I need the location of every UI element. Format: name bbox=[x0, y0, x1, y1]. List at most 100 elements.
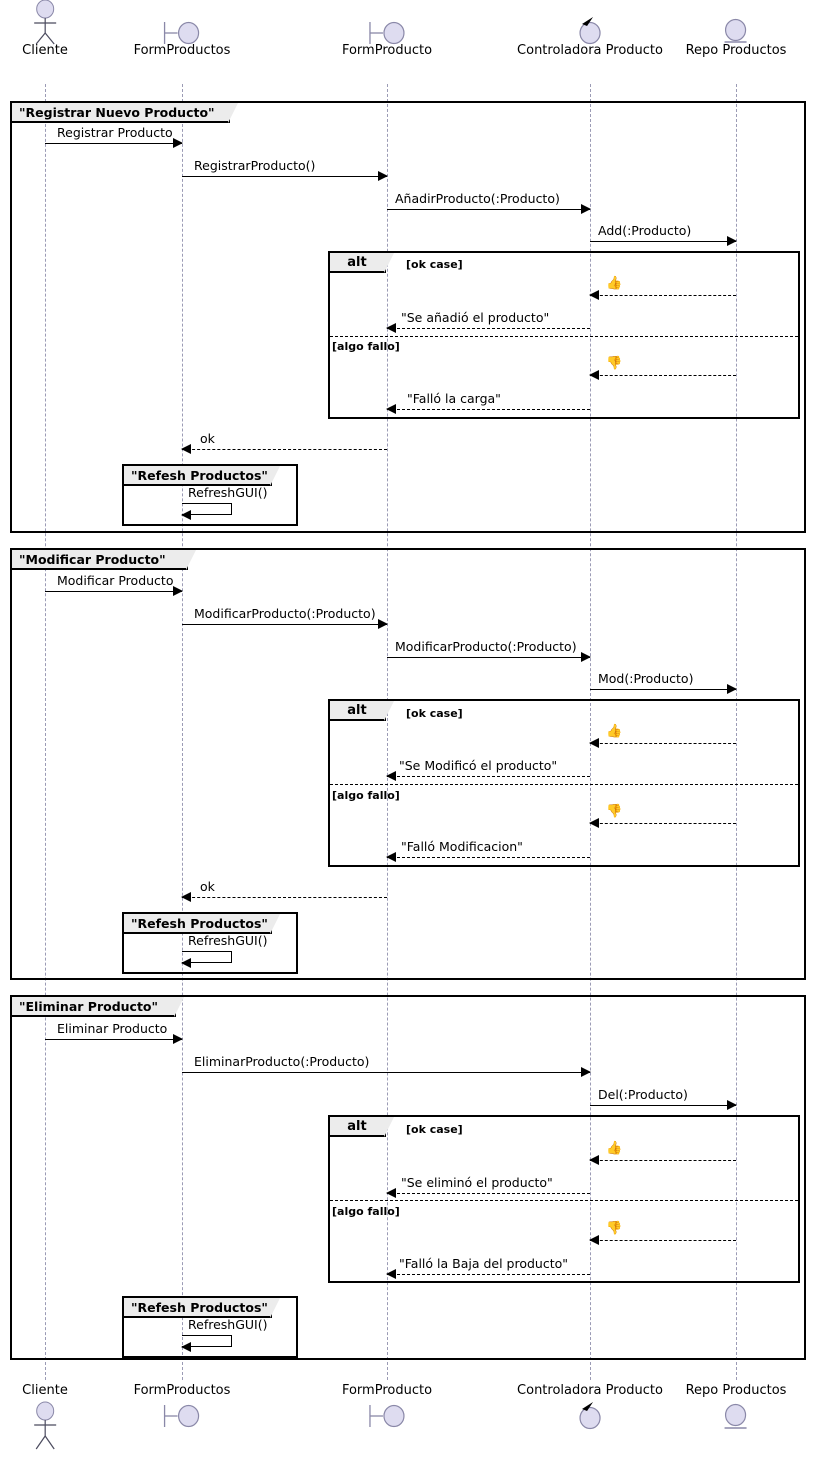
message-line bbox=[387, 209, 590, 210]
message-line bbox=[182, 449, 387, 450]
message-label: AñadirProducto(:Producto) bbox=[395, 191, 560, 206]
alt-guard-ok-1: [ok case] bbox=[406, 258, 463, 271]
frame-notch bbox=[270, 914, 280, 934]
alt-guard-ok-2: [ok case] bbox=[406, 707, 463, 720]
self-message-refreshgui-3: RefreshGUI() bbox=[181, 1317, 267, 1352]
message-line bbox=[387, 776, 590, 777]
frame-notch bbox=[270, 1298, 280, 1318]
message-line bbox=[590, 1160, 736, 1161]
arrowhead-icon bbox=[589, 1235, 599, 1245]
refresh-frame-label: "Refesh Productos" bbox=[124, 1298, 280, 1318]
participant-controladora-top[interactable]: Controladora Producto bbox=[517, 2, 663, 58]
participant-repo-bottom[interactable]: Repo Productos bbox=[686, 1384, 787, 1436]
group-frame-label: "Eliminar Producto" bbox=[12, 997, 184, 1017]
refresh-frame-3: "Refesh Productos" bbox=[122, 1296, 298, 1358]
message-line bbox=[590, 823, 736, 824]
group-frame-eliminar: "Eliminar Producto" bbox=[10, 995, 806, 1360]
self-message-refreshgui-1: RefreshGUI() bbox=[181, 485, 267, 520]
participant-formproducto-bottom[interactable]: FormProducto bbox=[342, 1384, 432, 1436]
arrowhead-icon bbox=[181, 892, 191, 902]
group-label-text: "Registrar Nuevo Producto" bbox=[19, 104, 215, 120]
refresh-frame-2: "Refesh Productos" bbox=[122, 912, 298, 974]
actor-icon bbox=[22, 0, 68, 45]
participant-cliente-bottom[interactable]: Cliente bbox=[22, 1384, 68, 1450]
alt-guard-ok-3: [ok case] bbox=[406, 1123, 463, 1136]
participant-cliente-top[interactable]: Cliente bbox=[22, 0, 68, 58]
control-icon bbox=[517, 2, 663, 45]
frame-notch bbox=[384, 701, 394, 721]
lifeline-formproductos bbox=[182, 84, 183, 1380]
participant-formproductos-top[interactable]: FormProductos bbox=[134, 2, 230, 58]
alt-divider-2 bbox=[330, 784, 798, 785]
message-label: EliminarProducto(:Producto) bbox=[194, 1054, 370, 1069]
self-message-label: RefreshGUI() bbox=[188, 933, 268, 948]
arrowhead-icon bbox=[727, 1100, 737, 1110]
frame-notch bbox=[270, 466, 280, 486]
lifeline-formproducto bbox=[387, 84, 388, 1380]
self-message-refreshgui-2: RefreshGUI() bbox=[181, 933, 267, 968]
arrowhead-icon bbox=[181, 1342, 191, 1352]
lifeline-cliente bbox=[45, 84, 46, 1380]
alt-label-text: alt bbox=[347, 702, 367, 718]
message-line bbox=[590, 375, 736, 376]
arrowhead-icon bbox=[589, 738, 599, 748]
message-line bbox=[45, 143, 182, 144]
participant-label: Cliente bbox=[22, 1383, 68, 1398]
alt-frame-modificar: alt bbox=[328, 699, 800, 867]
arrowhead-icon bbox=[386, 771, 396, 781]
message-line bbox=[590, 241, 736, 242]
alt-divider-3 bbox=[330, 1200, 798, 1201]
thumbs-up-icon: 👍 bbox=[606, 724, 623, 739]
arrowhead-icon bbox=[181, 510, 191, 520]
lifeline-controladora bbox=[590, 84, 591, 1380]
group-frame-modificar: "Modificar Producto" bbox=[10, 548, 806, 980]
participant-controladora-bottom[interactable]: Controladora Producto bbox=[517, 1384, 663, 1436]
arrowhead-icon bbox=[589, 290, 599, 300]
arrowhead-icon bbox=[181, 958, 191, 968]
participant-formproducto-top[interactable]: FormProducto bbox=[342, 2, 432, 58]
arrowhead-icon bbox=[589, 818, 599, 828]
message-line bbox=[387, 657, 590, 658]
message-label: ok bbox=[200, 879, 215, 894]
arrowhead-icon bbox=[173, 1034, 183, 1044]
message-label: "Falló Modificacion" bbox=[401, 839, 523, 854]
arrowhead-icon bbox=[386, 404, 396, 414]
message-line bbox=[182, 624, 387, 625]
message-line bbox=[590, 689, 736, 690]
alt-frame-registrar: alt bbox=[328, 251, 800, 419]
participant-label: Cliente bbox=[22, 43, 68, 58]
arrowhead-icon bbox=[727, 236, 737, 246]
message-label: Eliminar Producto bbox=[57, 1021, 168, 1036]
arrowhead-icon bbox=[173, 138, 183, 148]
group-label-text: "Modificar Producto" bbox=[19, 551, 166, 567]
frame-notch bbox=[384, 1117, 394, 1137]
alt-frame-eliminar: alt bbox=[328, 1115, 800, 1283]
frame-notch bbox=[384, 253, 394, 273]
alt-frame-label: alt bbox=[330, 701, 394, 721]
thumbs-down-icon: 👎 bbox=[606, 804, 623, 819]
message-label: ModificarProducto(:Producto) bbox=[194, 606, 376, 621]
thumbs-up-icon: 👍 bbox=[606, 276, 623, 291]
alt-label-text: alt bbox=[347, 1118, 367, 1134]
participant-formproductos-bottom[interactable]: FormProductos bbox=[133, 1383, 231, 1436]
arrowhead-icon bbox=[589, 1155, 599, 1165]
message-line bbox=[45, 1039, 182, 1040]
message-line bbox=[590, 1240, 736, 1241]
participant-label: Repo Productos bbox=[685, 43, 787, 58]
message-label: Registrar Producto bbox=[57, 125, 173, 140]
participant-label: FormProductos bbox=[133, 1383, 231, 1398]
message-line bbox=[45, 591, 182, 592]
participant-label: FormProducto bbox=[341, 43, 433, 58]
message-line bbox=[387, 857, 590, 858]
message-line bbox=[387, 1274, 590, 1275]
group-frame-registrar: "Registrar Nuevo Producto" bbox=[10, 101, 806, 533]
arrowhead-icon bbox=[727, 684, 737, 694]
participant-repo-top[interactable]: Repo Productos bbox=[685, 2, 787, 58]
refresh-frame-label: "Refesh Productos" bbox=[124, 466, 280, 486]
actor-icon bbox=[22, 1401, 68, 1450]
boundary-icon bbox=[134, 1402, 231, 1436]
group-label-text: "Eliminar Producto" bbox=[19, 998, 159, 1014]
frame-notch bbox=[186, 550, 196, 570]
entity-icon bbox=[686, 1402, 787, 1436]
